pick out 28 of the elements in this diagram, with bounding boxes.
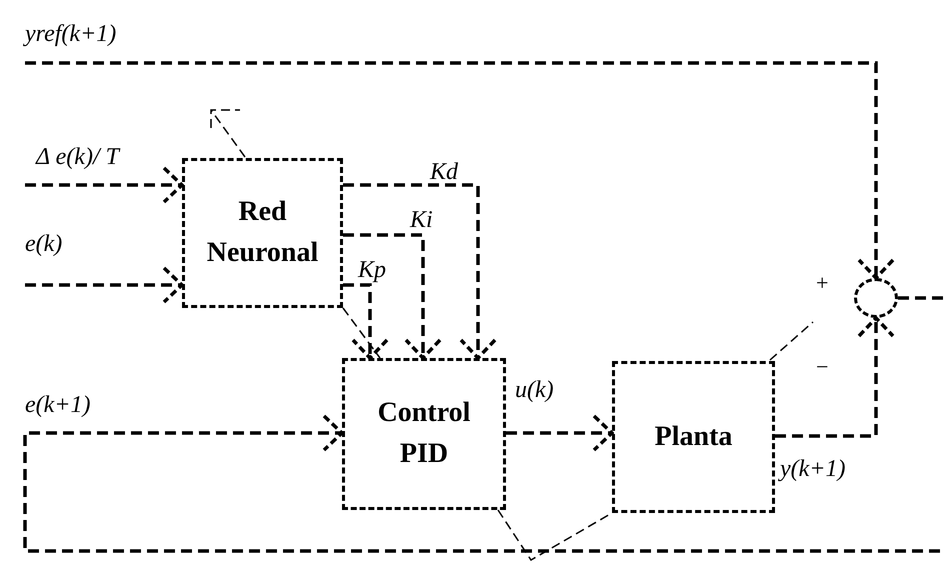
signal-arrow: [23, 414, 940, 553]
block-label: Planta: [654, 420, 732, 454]
signal-arrow: [25, 166, 184, 204]
signal-arrow: [25, 266, 184, 304]
signal-label: Ki: [410, 208, 433, 232]
signal-label: Δ e(k)/ T: [36, 145, 119, 169]
signal-label: u(k): [515, 378, 554, 402]
signal-label: Kd: [430, 160, 458, 184]
signal-label: y(k+1): [780, 457, 846, 481]
sign-label: +: [816, 272, 828, 294]
block-box: [342, 358, 506, 510]
signal-arrow: [343, 233, 442, 360]
summing-junction: [854, 278, 898, 318]
signal-arrow: [775, 316, 895, 438]
signal-label: yref(k+1): [25, 22, 116, 46]
signal-arrow: [343, 283, 389, 360]
block-label: Red Neuronal: [206, 195, 320, 270]
block-box: [182, 158, 343, 308]
signal-line: [342, 308, 381, 358]
signal-label: e(k): [25, 232, 62, 256]
block-label: Control PID: [376, 396, 472, 471]
sign-label: −: [816, 356, 828, 378]
block-box: [612, 361, 775, 513]
signal-arrow: [25, 61, 895, 280]
signal-arrow: [343, 183, 497, 360]
signal-arrow: [506, 414, 614, 452]
signal-label: e(k+1): [25, 393, 90, 417]
signal-label: Kp: [358, 258, 386, 282]
